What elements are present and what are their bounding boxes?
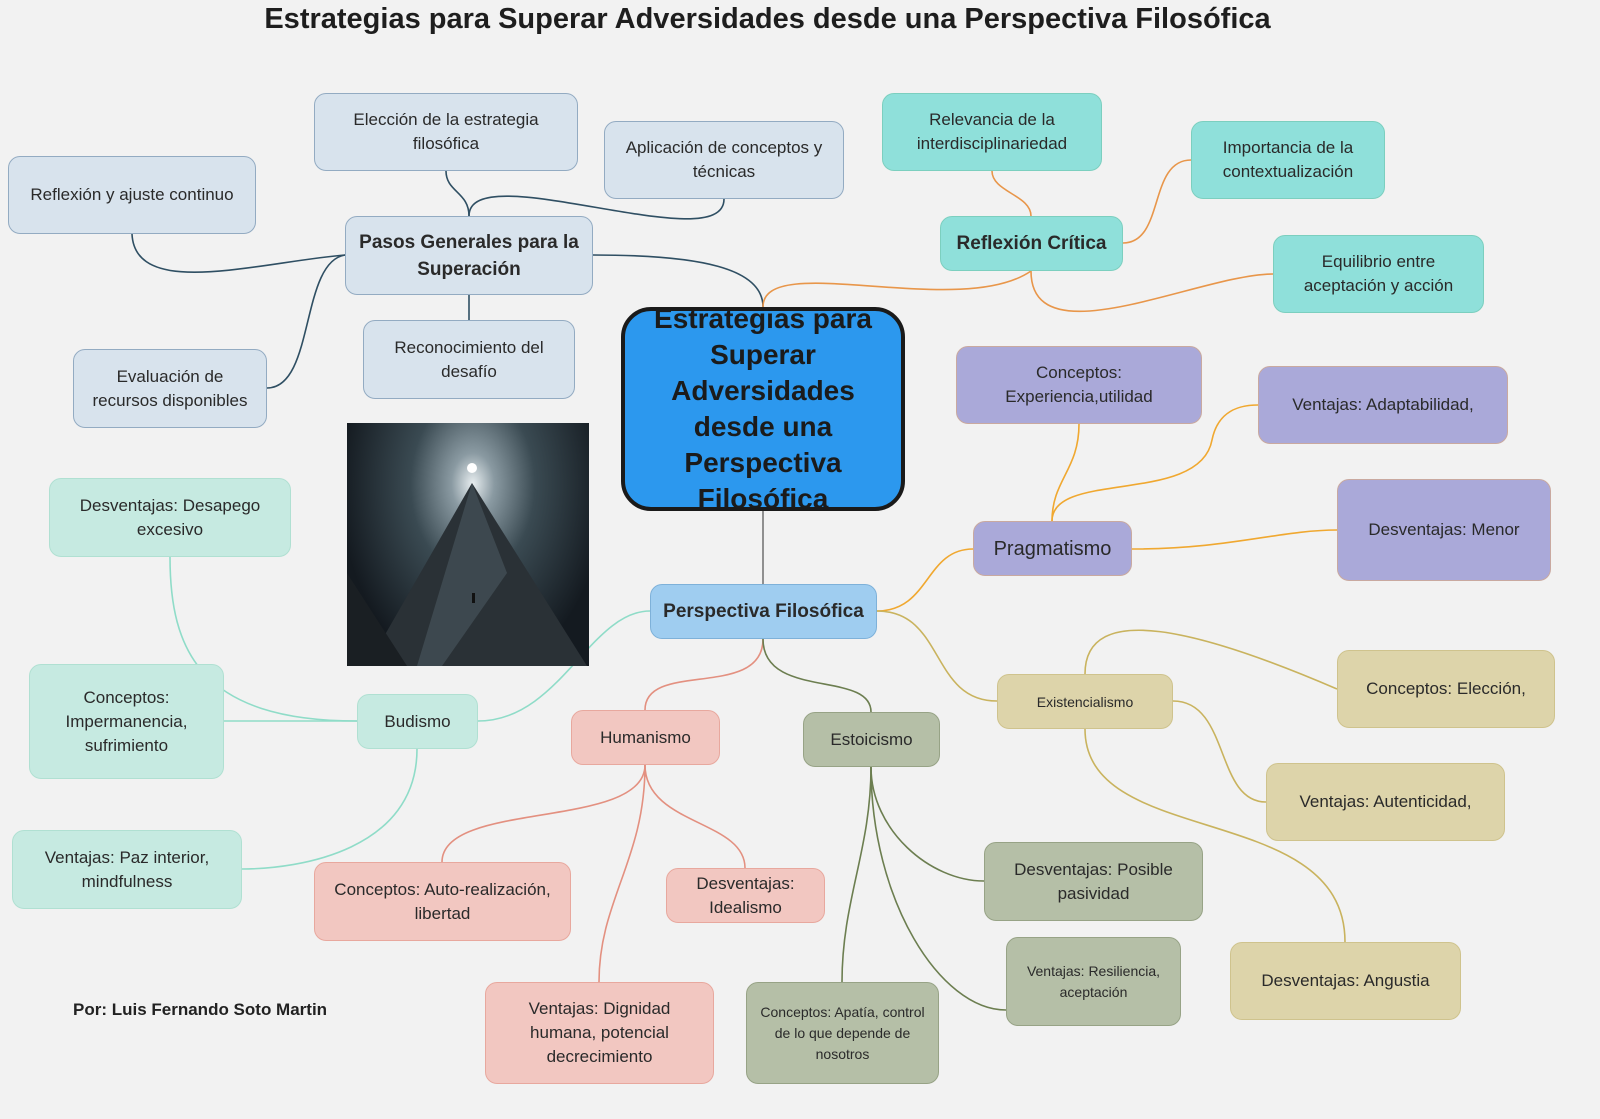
estoicismo-connectors <box>762 638 1007 1011</box>
link-central-reflexion <box>762 270 1032 308</box>
node-reconocimiento[interactable]: Reconocimiento del desafío <box>363 320 575 399</box>
node-eleccion[interactable]: Elección de la estrategia filosófica <box>314 93 578 171</box>
node-existencialismo[interactable]: Existencialismo <box>997 674 1173 729</box>
link-pasos-eleccion <box>445 170 470 217</box>
node-existencialismo-desventajas[interactable]: Desventajas: Angustia <box>1230 942 1461 1020</box>
author-credit: Por: Luis Fernando Soto Martin <box>73 1000 328 1019</box>
link-reflexion-relevancia <box>991 170 1032 217</box>
link-reflexion-importancia <box>1122 159 1192 244</box>
mountain-icon <box>347 463 587 666</box>
node-reflexion-critica[interactable]: Reflexión Crítica <box>940 216 1123 271</box>
central-topic[interactable]: Estrategias para Superar Adversidades de… <box>621 303 905 514</box>
node-estoicismo-conceptos[interactable]: Conceptos: Apatía, control de lo que dep… <box>746 982 939 1084</box>
node-budismo-conceptos[interactable]: Conceptos: Impermanencia, sufrimiento <box>29 664 224 779</box>
node-budismo-desventajas[interactable]: Desventajas: Desapego excesivo <box>49 478 291 557</box>
existencialismo-connectors <box>876 610 1346 943</box>
link-pasos-reflexion-ajuste <box>131 233 346 273</box>
link-reflexion-equilibrio <box>1030 270 1274 312</box>
node-equilibrio[interactable]: Equilibrio entre aceptación y acción <box>1273 235 1484 313</box>
link-pasos-evaluacion <box>266 254 346 389</box>
pasos-connectors <box>131 170 764 389</box>
node-relevancia[interactable]: Relevancia de la interdisciplinariedad <box>882 93 1102 171</box>
node-estoicismo[interactable]: Estoicismo <box>803 712 940 767</box>
node-humanismo-conceptos[interactable]: Conceptos: Auto-realización, libertad <box>314 862 571 941</box>
node-importancia[interactable]: Importancia de la contextualización <box>1191 121 1385 199</box>
node-budismo[interactable]: Budismo <box>357 694 478 749</box>
node-pragmatismo[interactable]: Pragmatismo <box>973 521 1132 576</box>
link-central-pasos <box>592 254 764 308</box>
node-estoicismo-desventajas[interactable]: Desventajas: Posible pasividad <box>984 842 1203 921</box>
node-existencialismo-conceptos[interactable]: Conceptos: Elección, <box>1337 650 1555 728</box>
link-pasos-aplicacion <box>468 195 725 220</box>
reflexion-connectors <box>762 159 1274 312</box>
page-title: Estrategias para Superar Adversidades de… <box>264 3 1271 35</box>
node-existencialismo-ventajas[interactable]: Ventajas: Autenticidad, <box>1266 763 1505 841</box>
mountain-illustration <box>347 423 589 666</box>
node-pragmatismo-ventajas[interactable]: Ventajas: Adaptabilidad, <box>1258 366 1508 444</box>
node-perspectiva-filosofica[interactable]: Perspectiva Filosófica <box>650 584 877 639</box>
humanismo-connectors <box>441 638 764 983</box>
node-humanismo-desventajas[interactable]: Desventajas: Idealismo <box>666 868 825 923</box>
node-humanismo-ventajas[interactable]: Ventajas: Dignidad humana, potencial dec… <box>485 982 714 1084</box>
node-pragmatismo-conceptos[interactable]: Conceptos: Experiencia,utilidad <box>956 346 1202 424</box>
pragmatismo-connectors <box>876 404 1338 612</box>
node-pragmatismo-desventajas[interactable]: Desventajas: Menor <box>1337 479 1551 581</box>
node-reflexion-ajuste[interactable]: Reflexión y ajuste continuo <box>8 156 256 234</box>
node-humanismo[interactable]: Humanismo <box>571 710 720 765</box>
node-estoicismo-ventajas[interactable]: Ventajas: Resiliencia, aceptación <box>1006 937 1181 1026</box>
node-budismo-ventajas[interactable]: Ventajas: Paz interior, mindfulness <box>12 830 242 909</box>
node-evaluacion[interactable]: Evaluación de recursos disponibles <box>73 349 267 428</box>
node-pasos-generales[interactable]: Pasos Generales para la Superación <box>345 216 593 295</box>
node-aplicacion[interactable]: Aplicación de conceptos y técnicas <box>604 121 844 199</box>
